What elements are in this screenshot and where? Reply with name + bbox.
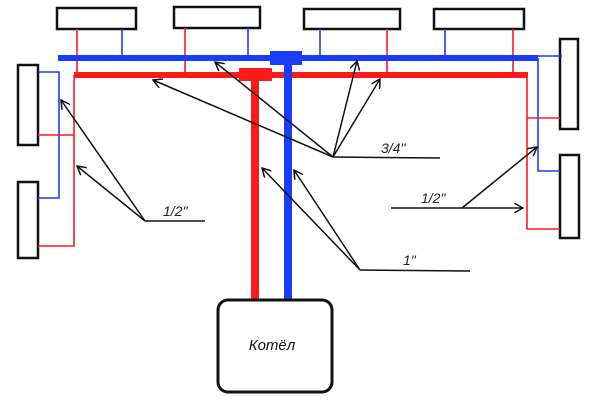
radiator-right-1 — [558, 37, 580, 131]
radiator-top-1 — [55, 6, 138, 31]
annotation-lines — [61, 61, 537, 272]
label-half-inch-right: 1/2" — [421, 190, 446, 206]
label-3-4-inch: 3/4" — [381, 140, 406, 156]
return-tee — [270, 51, 302, 65]
radiator-right-2 — [558, 153, 581, 240]
boiler — [216, 298, 334, 394]
radiator-top-4 — [432, 7, 526, 31]
supply-tee — [239, 68, 272, 81]
radiator-left-1 — [16, 63, 40, 147]
supply-branches — [38, 28, 560, 247]
radiator-top-3 — [302, 7, 402, 31]
label-half-inch-left: 1/2" — [163, 203, 188, 219]
radiator-top-2 — [172, 5, 262, 30]
label-1-inch: 1" — [403, 252, 417, 268]
radiator-left-2 — [16, 180, 40, 260]
boiler-label: Котёл — [249, 337, 296, 354]
